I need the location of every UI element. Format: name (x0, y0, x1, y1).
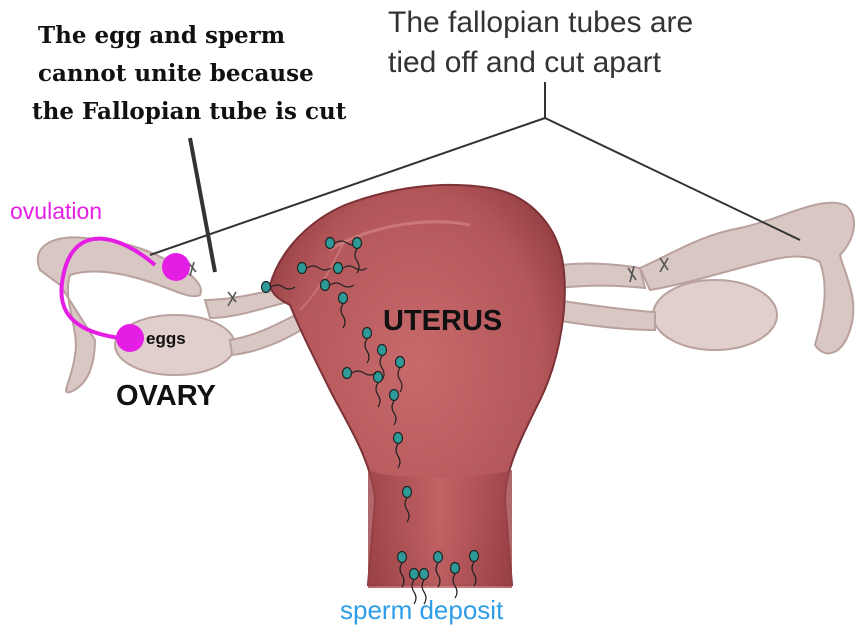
eggs-label: eggs (146, 329, 186, 348)
pointer-lines (149, 82, 801, 273)
sperm-deposit-label: sperm deposit (340, 595, 504, 625)
right-cut-mark (627, 257, 669, 283)
note-tied-line-1: The fallopian tubes are (388, 6, 694, 39)
sperm-cells (260, 236, 480, 605)
note-cut-line-3: the Fallopian tube is cut (32, 98, 347, 125)
ovary-label: OVARY (116, 380, 216, 412)
note-tied-line-2: tied off and cut apart (388, 46, 661, 79)
ovulation-label: ovulation (10, 198, 103, 224)
uterus-label: UTERUS (383, 305, 503, 337)
left-ovary (114, 308, 312, 376)
right-ovary (554, 279, 778, 351)
uterus (268, 183, 566, 588)
note-cut-line-1: The egg and sperm (38, 22, 286, 49)
ovulation-arrow (59, 236, 190, 352)
note-cut-line-2: cannot unite because (38, 60, 314, 87)
